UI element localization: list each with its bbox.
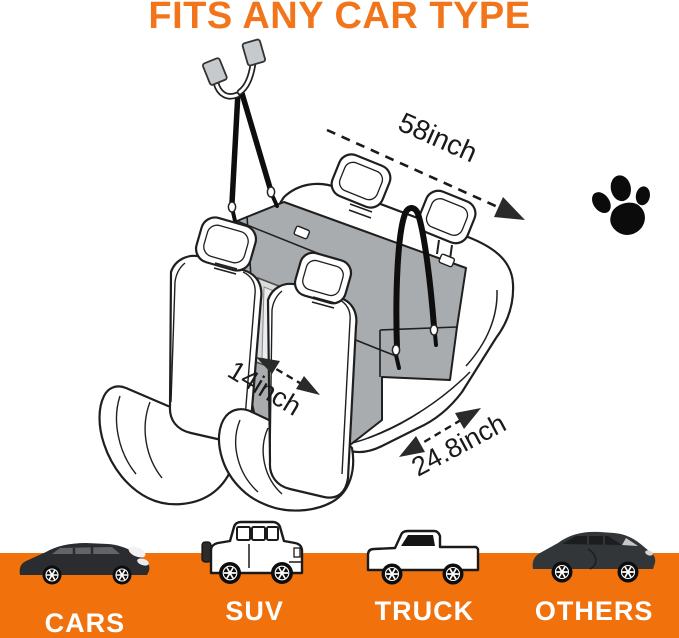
seat-cover-diagram: 58inch 14inch 24.8inch [98, 38, 650, 512]
vehicle-row: CARS [0, 515, 679, 638]
car-type-label-truck: TRUCK [374, 596, 475, 626]
suv-icon [201, 520, 303, 584]
rear-headrest-right [417, 189, 477, 260]
car-type-suv: SUV [170, 515, 340, 638]
car-type-label-cars: CARS [44, 608, 126, 638]
support-strap-arc [391, 205, 439, 370]
front-seat-left [98, 216, 263, 506]
crossover-icon [532, 531, 656, 583]
sedan-icon [19, 543, 150, 585]
car-type-truck: TRUCK [340, 515, 510, 638]
car-type-label-suv: SUV [225, 596, 284, 626]
car-type-others: OTHERS [509, 515, 679, 638]
car-type-cars: CARS [0, 515, 170, 638]
car-type-label-others: OTHERS [534, 596, 654, 626]
paw-print-icon [592, 175, 650, 235]
headrest-anchor-hooks-icon [202, 38, 279, 223]
rear-headrest-left [330, 153, 392, 219]
car-types-strip: CARS [0, 515, 679, 638]
dimension-58inch-label: 58inch [394, 106, 482, 168]
pickup-truck-icon [367, 529, 480, 585]
page-title: FITS ANY CAR TYPE [148, 0, 531, 37]
